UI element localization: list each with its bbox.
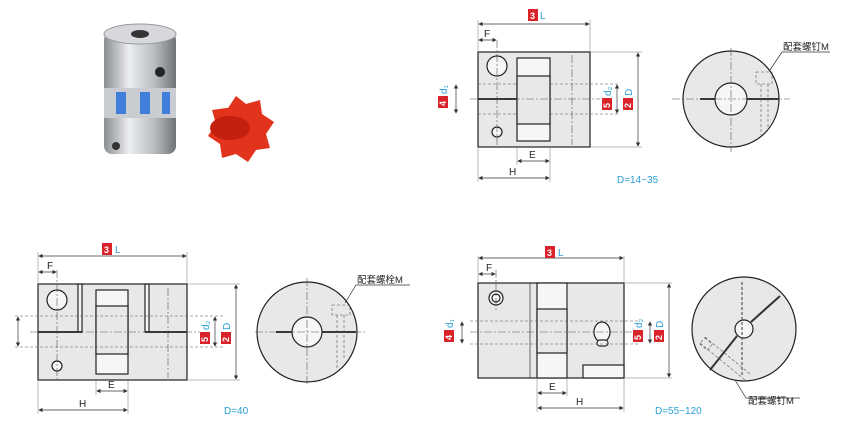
drawing-d14-35-labels: 3 L F E H 4 d₁ 5 d₂ 2 D D=14~35 [438, 9, 659, 186]
dim-D: D [624, 89, 635, 96]
dim-H: H [509, 167, 516, 178]
drawing-d40-end-view: 配套螺栓M [255, 274, 410, 386]
screw-label: 配套螺钉M [748, 395, 794, 407]
dim-E: E [529, 150, 536, 161]
badge-3: 3 [104, 245, 109, 255]
product-photo-coupling [103, 23, 177, 154]
dim-d2: d₂ [603, 86, 614, 96]
range-label: D=14~35 [617, 175, 659, 186]
dim-H: H [79, 399, 86, 410]
badge-2: 2 [654, 335, 664, 340]
screw-label: 配套螺钉M [783, 41, 829, 53]
dim-D: D [655, 321, 666, 328]
badge-3: 3 [547, 248, 552, 258]
product-photo-spider [208, 96, 274, 162]
screw-label: 配套螺栓M [357, 274, 403, 286]
dim-L: L [558, 248, 564, 259]
badge-2: 2 [221, 337, 231, 342]
drawing-d14-35-end-view: 配套螺钉M [672, 41, 830, 152]
badge-4: 4 [444, 335, 454, 340]
drawing-d55-120-side-view [459, 255, 672, 412]
dim-L: L [115, 245, 121, 256]
dim-E: E [549, 382, 556, 393]
dim-d2: d₂ [201, 320, 212, 330]
dim-d2: d₂ [634, 318, 645, 328]
badge-5: 5 [602, 103, 612, 108]
badge-3 [528, 9, 538, 21]
drawing-d40-labels: 3 L F E H 5 d₂ 2 D D=40 [47, 243, 249, 417]
drawing-d55-120-labels: 3 L F E H 4 d₁ 5 d₂ 2 D D=55~120 [444, 246, 702, 417]
dim-F: F [484, 29, 490, 40]
drawing-d55-120-end-view: 配套螺钉M [691, 276, 800, 407]
badge-4: 4 [438, 101, 448, 106]
dim-d1: d₁ [439, 84, 450, 94]
dim-D: D [222, 323, 233, 330]
badge-5: 5 [200, 337, 210, 342]
range-label: D=55~120 [655, 406, 702, 417]
dim-d1: d₁ [445, 318, 456, 328]
dim-L: L [540, 11, 546, 22]
drawing-d14-35-side-view [453, 20, 642, 182]
drawing-d40-side-view [15, 252, 240, 414]
range-label: D=40 [224, 406, 249, 417]
dim-H: H [576, 397, 583, 408]
dim-F: F [47, 261, 53, 272]
badge-5: 5 [633, 335, 643, 340]
badge-2: 2 [623, 103, 633, 108]
dim-E: E [108, 380, 115, 391]
svg-text:3: 3 [530, 11, 535, 21]
dim-F: F [486, 263, 492, 274]
